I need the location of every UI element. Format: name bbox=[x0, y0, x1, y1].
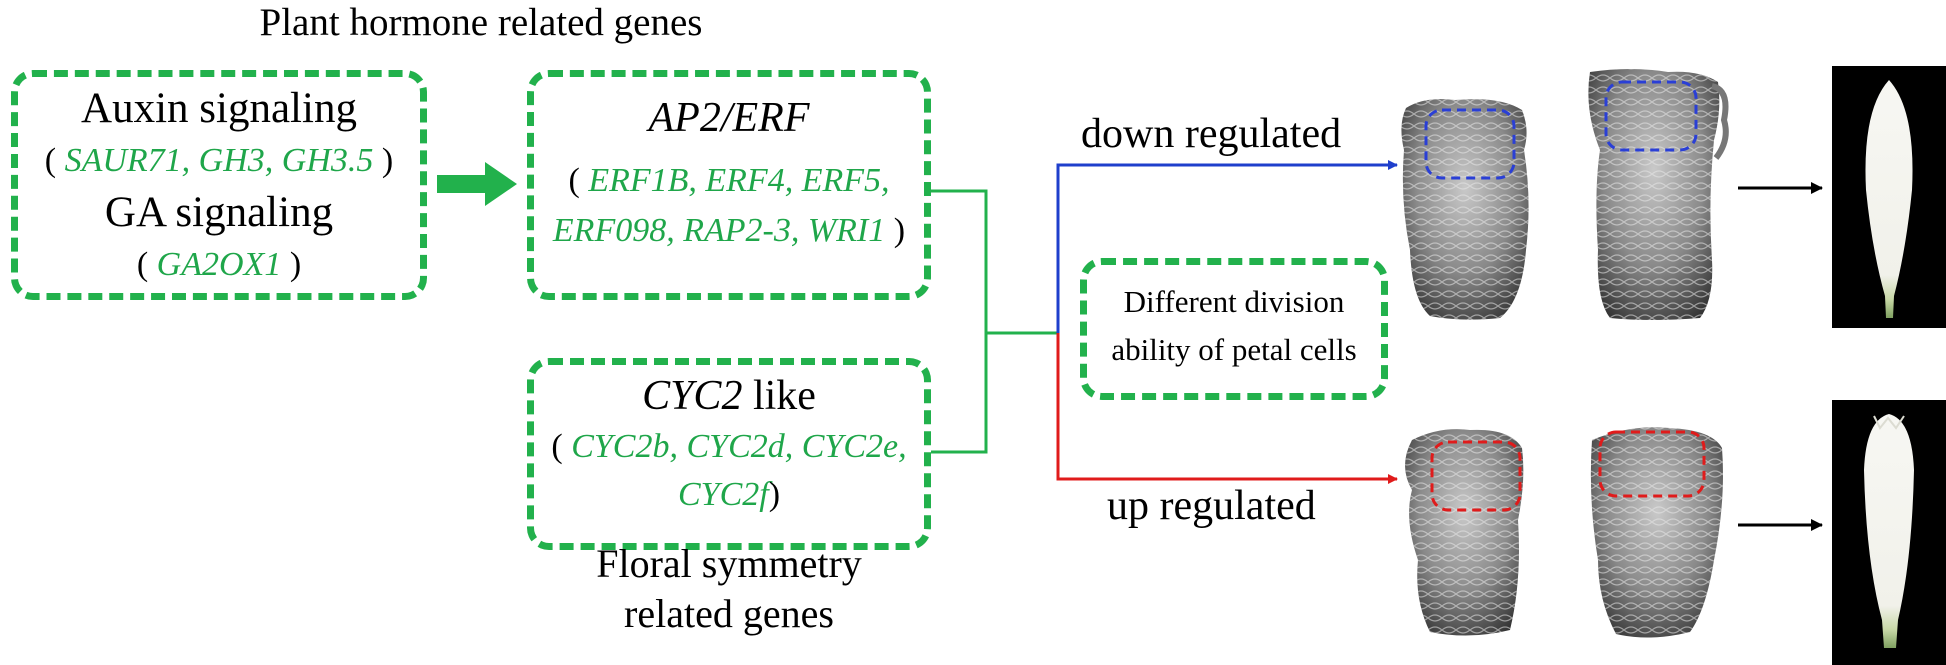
floral-symmetry-label-line2: related genes bbox=[624, 591, 834, 636]
ga-gene-list: ( GA2OX1 ) bbox=[136, 246, 302, 283]
down-regulated-arrow bbox=[1056, 160, 1398, 333]
sem-image-up-1 bbox=[1405, 429, 1524, 636]
roi-box-red-1 bbox=[1430, 440, 1522, 512]
ga-signaling-label: GA signaling bbox=[104, 189, 334, 236]
ap2-erf-title: AP2/ERF bbox=[648, 95, 810, 141]
hormone-genes-title: Plant hormone related genes bbox=[259, 1, 703, 44]
roi-box-blue-1 bbox=[1424, 108, 1516, 180]
ap2-connector-line bbox=[931, 189, 1058, 335]
division-ability-line1: Different division bbox=[1123, 284, 1345, 319]
ap2-erf-box bbox=[527, 70, 931, 300]
auxin-gene-list: ( SAUR71, GH3, GH3.5 ) bbox=[44, 142, 394, 179]
sem-image-up-2 bbox=[1590, 427, 1723, 638]
cyc2-genes-line2: CYC2f) bbox=[677, 476, 781, 513]
roi-box-red-2 bbox=[1598, 430, 1706, 498]
cyc-connector-line bbox=[931, 333, 988, 454]
hormone-signaling-box bbox=[11, 70, 427, 300]
cyc2-like-box bbox=[527, 358, 931, 550]
roi-box-blue-2 bbox=[1604, 80, 1698, 152]
petal-photo-bottom bbox=[1832, 400, 1946, 665]
sem-image-down-2 bbox=[1588, 69, 1729, 320]
down-regulated-label: down regulated bbox=[1081, 111, 1342, 157]
sem-image-down-1 bbox=[1401, 99, 1529, 320]
auxin-signaling-label: Auxin signaling bbox=[81, 85, 357, 132]
hormone-to-ap2-arrow bbox=[437, 162, 517, 206]
floral-symmetry-label-line1: Floral symmetry bbox=[596, 541, 862, 586]
division-ability-line2: ability of petal cells bbox=[1111, 332, 1357, 367]
cyc2-genes-line1: ( CYC2b, CYC2d, CYC2e, bbox=[551, 428, 907, 465]
division-ability-box bbox=[1080, 258, 1388, 400]
up-regulated-label: up regulated bbox=[1107, 483, 1316, 529]
up-regulated-arrow bbox=[1056, 333, 1398, 484]
cyc2-like-title: CYC2 like bbox=[642, 373, 816, 419]
ap2-erf-genes-line1: ( ERF1B, ERF4, ERF5, bbox=[568, 162, 890, 199]
petal-photo-top bbox=[1832, 66, 1946, 328]
ap2-erf-genes-line2: ERF098, RAP2-3, WRI1 ) bbox=[552, 212, 906, 249]
